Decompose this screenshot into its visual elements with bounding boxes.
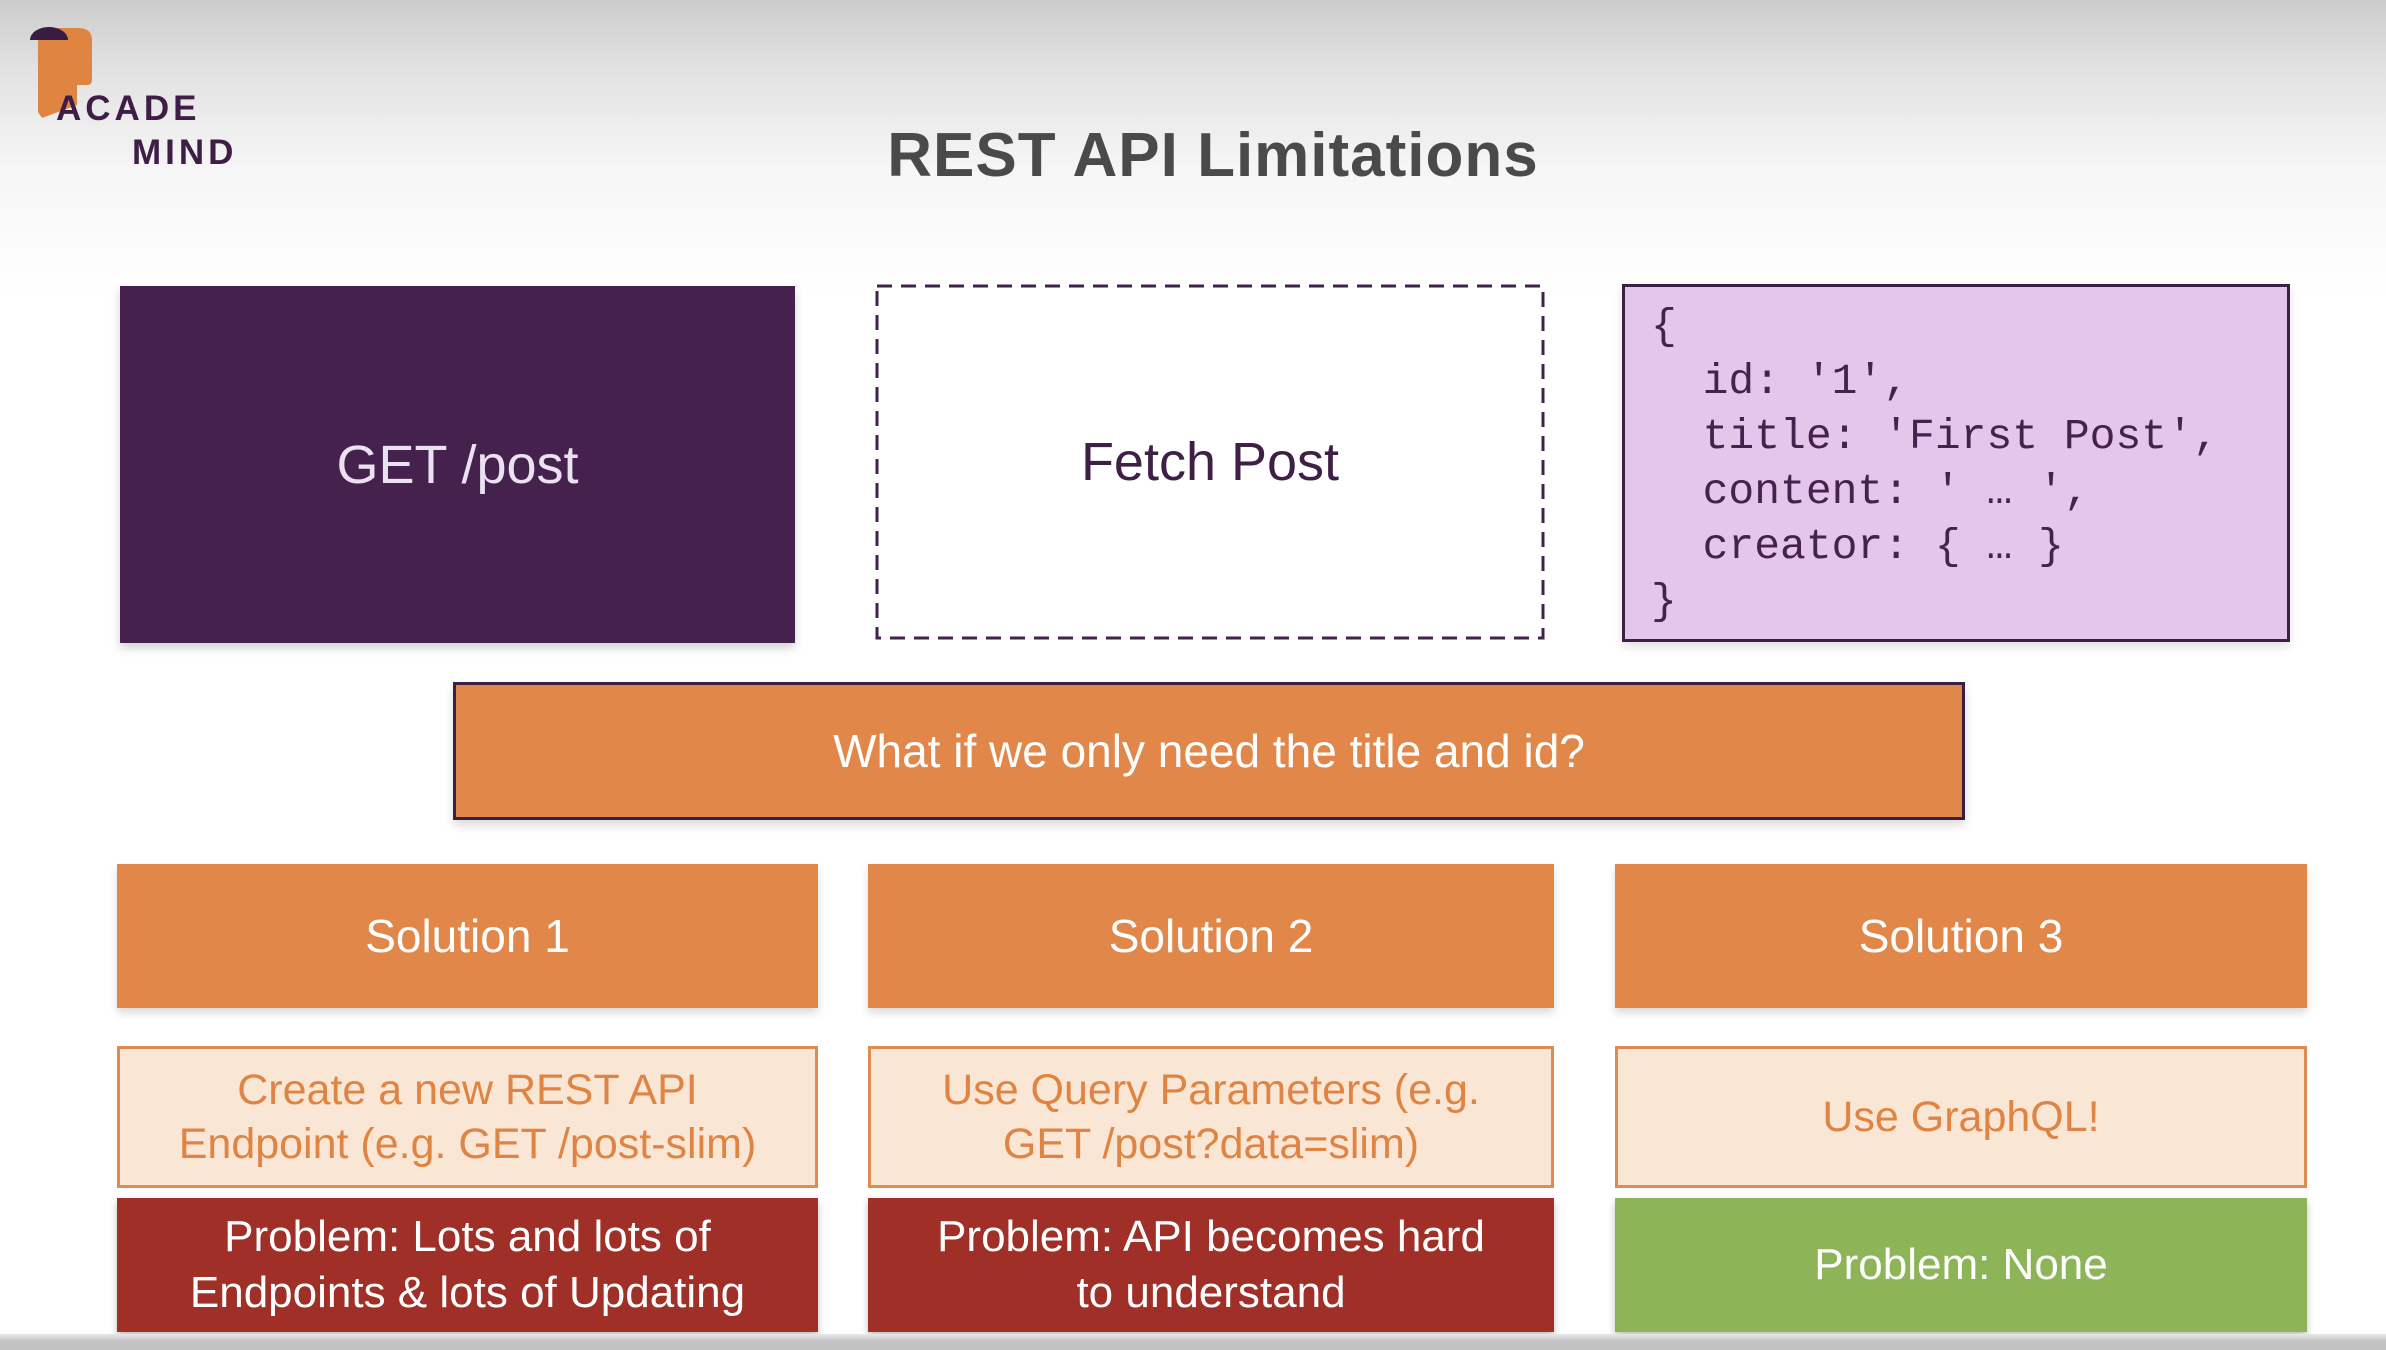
approach-line: Endpoint (e.g. GET /post-slim) — [178, 1120, 757, 1168]
solution-2-approach-card: Use Query Parameters (e.g. GET /post?dat… — [868, 1046, 1554, 1188]
code-line: creator: { … } — [1651, 522, 2064, 571]
code-line: title: 'First Post', — [1651, 412, 2219, 461]
page-title: REST API Limitations — [887, 121, 1539, 190]
problem-line: Endpoints & lots of Updating — [189, 1268, 746, 1317]
academind-ribbon-icon — [30, 27, 92, 118]
code-line: { — [1651, 302, 1677, 351]
solution-1-header: Solution 1 — [117, 864, 818, 1008]
problem-line: Problem: API becomes hard — [937, 1212, 1485, 1261]
solution-header-label: Solution 3 — [1858, 910, 2064, 962]
logo-text-mind: MIND — [132, 133, 238, 172]
solution-3-approach-card: Use GraphQL! — [1615, 1046, 2307, 1188]
solution-3-header: Solution 3 — [1615, 864, 2307, 1008]
solution-header-label: Solution 1 — [365, 910, 570, 962]
code-line: content: ' … ', — [1651, 467, 2090, 516]
academind-logo: ACADE MIND — [0, 0, 300, 180]
fetch-post-label: Fetch Post — [1080, 432, 1340, 492]
approach-line: Create a new REST API — [237, 1066, 698, 1114]
solution-2-header: Solution 2 — [868, 864, 1554, 1008]
solution-2-problem-card: Problem: API becomes hard to understand — [868, 1198, 1554, 1332]
problem-line: Problem: Lots and lots of — [224, 1212, 711, 1261]
problem-line: to understand — [1076, 1268, 1346, 1317]
solution-3-problem-card: Problem: None — [1615, 1198, 2307, 1332]
solution-header-label: Solution 2 — [1108, 910, 1314, 962]
logo-text-acade: ACADE — [56, 89, 201, 128]
get-post-box: GET /post — [120, 286, 795, 643]
question-banner-label: What if we only need the title and id? — [833, 725, 1585, 777]
solution-1-problem-card: Problem: Lots and lots of Endpoints & lo… — [117, 1198, 818, 1332]
fetch-post-box: Fetch Post — [875, 284, 1545, 640]
problem-line: Problem: None — [1814, 1240, 2108, 1289]
approach-line: Use Query Parameters (e.g. — [942, 1066, 1480, 1114]
get-post-label: GET /post — [336, 434, 579, 495]
code-line: } — [1651, 577, 1677, 626]
bottom-edge-strip — [0, 1334, 2386, 1350]
dashed-border-icon — [875, 284, 1545, 640]
code-line: id: '1', — [1651, 357, 1910, 406]
approach-line: GET /post?data=slim) — [1002, 1120, 1420, 1168]
response-code-box: { id: '1', title: 'First Post', content:… — [1622, 284, 2290, 642]
solution-1-approach-card: Create a new REST API Endpoint (e.g. GET… — [117, 1046, 818, 1188]
question-banner: What if we only need the title and id? — [453, 682, 1965, 820]
approach-line: Use GraphQL! — [1822, 1093, 2100, 1141]
